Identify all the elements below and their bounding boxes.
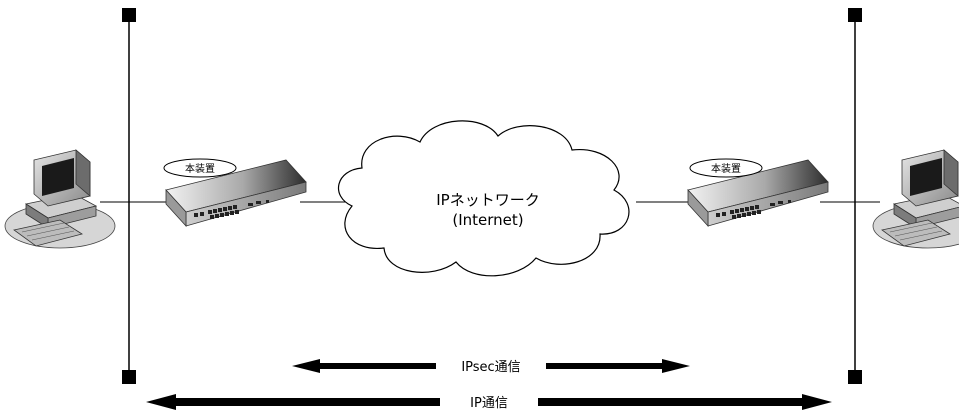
router-tag-right: 本装置 [689,158,763,178]
ipsec-flow-arrow: IPsec通信 [292,359,690,375]
cloud-subtitle: (Internet) [452,211,523,229]
router-tag-right-label: 本装置 [711,162,741,175]
lan-terminator-top-left [122,8,136,22]
lan-segment-left [122,8,136,384]
lan-terminator-top-right [848,8,862,22]
router-tag-left: 本装置 [163,158,237,178]
lan-terminator-bottom-left [122,370,136,384]
ip-flow-label: IP通信 [470,396,508,411]
cloud-title: IPネットワーク [436,191,539,209]
ip-flow-arrow: IP通信 [146,394,832,411]
cloud-icon: IPネットワーク (Internet) [337,120,630,277]
pc-icon-left [4,149,116,249]
lan-terminator-bottom-right [848,370,862,384]
router-tag-left-label: 本装置 [185,162,215,175]
pc-icon-right [872,149,959,249]
ipsec-flow-label: IPsec通信 [461,360,520,375]
lan-segment-right [848,8,862,384]
